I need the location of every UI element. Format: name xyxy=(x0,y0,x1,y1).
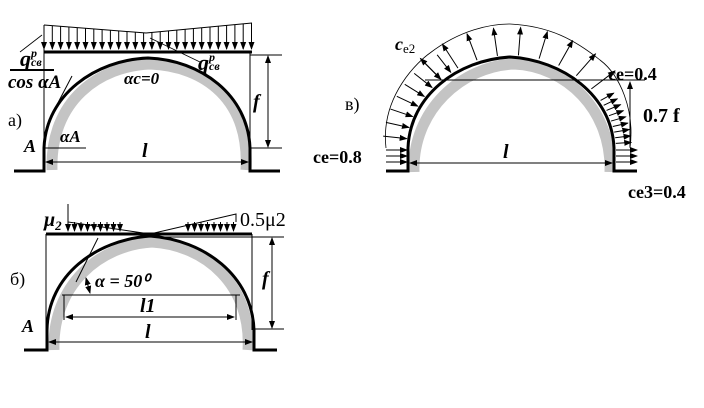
load-envelope xyxy=(67,204,237,235)
load-arrow xyxy=(441,43,459,69)
load-arrow xyxy=(517,26,524,56)
load-arrow xyxy=(383,134,408,141)
load-arrow xyxy=(466,32,478,61)
coef-left-label: ce=0.8 xyxy=(313,147,362,167)
arch-axis xyxy=(406,55,616,149)
load-arrow xyxy=(390,108,414,118)
rise-label-b: f xyxy=(262,268,271,290)
load-arrow xyxy=(614,127,631,134)
support-label-a: A xyxy=(23,136,36,156)
cos-alpha-label: cos αA xyxy=(8,72,61,93)
load-arrow xyxy=(615,139,633,146)
load-arrow xyxy=(575,53,597,77)
coef-right-label: ce=0.4 xyxy=(608,64,657,84)
angle-arc-marker xyxy=(84,277,92,294)
load-arrow xyxy=(404,83,426,97)
left-load-label: μ2 xyxy=(43,209,62,233)
tangent-line xyxy=(75,237,99,283)
load-arrow xyxy=(608,110,625,117)
leader-left xyxy=(19,34,43,53)
leader-right xyxy=(149,37,201,63)
load-arrow xyxy=(612,121,629,128)
load-arrow xyxy=(615,133,632,140)
wind-arrows xyxy=(383,26,638,165)
arch-shadow xyxy=(408,58,616,173)
load-arrow xyxy=(385,121,410,129)
ground-right xyxy=(252,330,277,352)
load-arrow xyxy=(600,92,615,101)
load-arrow xyxy=(396,95,419,107)
load-envelope xyxy=(43,22,253,34)
diagram-b: μ2 б) A α = 50⁰ f l1 l 0.5μ2 xyxy=(10,204,286,352)
load-arrow xyxy=(606,104,622,111)
panel-label-c: в) xyxy=(345,94,360,115)
load-arrow xyxy=(558,39,574,66)
arch-shadow xyxy=(48,236,254,351)
arch-shadow xyxy=(46,58,252,171)
angle-label-b: α = 50⁰ xyxy=(95,271,152,291)
arch-axis xyxy=(45,234,256,331)
span-label-a: l xyxy=(142,140,148,162)
ground-left xyxy=(24,330,49,352)
crown-angle-label: αc=0 xyxy=(124,69,160,88)
coef-bottom-right-label: ce3=0.4 xyxy=(628,182,686,202)
ground-right xyxy=(612,148,637,173)
coef-top-label: ce2 xyxy=(395,34,415,56)
load-arrow xyxy=(538,30,549,59)
span-label-c: l xyxy=(503,141,509,163)
arch-axis xyxy=(42,56,252,149)
panel-label-b: б) xyxy=(10,269,25,290)
rise-label-a: f xyxy=(253,91,262,113)
height-label: 0.7 f xyxy=(643,105,680,127)
load-arrow xyxy=(603,98,619,106)
load-arrow xyxy=(413,72,433,89)
load-arrow xyxy=(419,57,442,80)
diagram-c: ce2 в) ce=0.4 0.7 f ce=0.8 ce3=0.4 l xyxy=(313,23,686,202)
angle-label-a: αA xyxy=(60,127,81,146)
ground-left xyxy=(14,148,46,173)
load-arrow xyxy=(610,115,627,122)
span-label-b: l xyxy=(145,321,151,343)
load-arrows xyxy=(65,204,237,232)
right-load-label: 0.5μ2 xyxy=(240,209,286,231)
load-arrows xyxy=(41,23,255,50)
panel-label-a: а) xyxy=(8,110,22,131)
load-arrow xyxy=(436,54,452,74)
tangent-line xyxy=(49,75,73,119)
inner-span-label: l1 xyxy=(140,295,156,317)
ground-right xyxy=(248,148,280,173)
support-label-b: A xyxy=(21,316,34,336)
ground-left xyxy=(386,148,410,173)
load-arrow xyxy=(491,27,498,57)
